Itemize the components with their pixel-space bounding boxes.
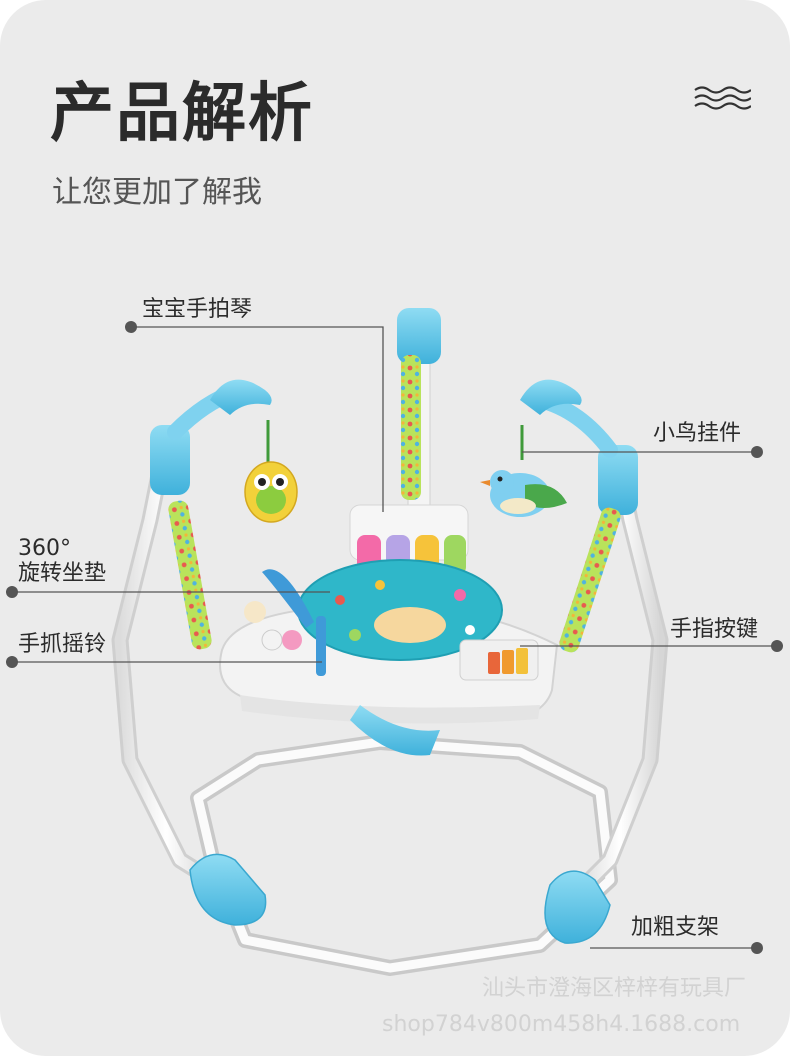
callout-rattle-label: 手抓摇铃	[18, 632, 107, 657]
callout-seat-label-line2: 旋转坐垫	[18, 561, 107, 586]
wave-lines-icon	[694, 86, 751, 110]
callout-seat-label-line1: 360°	[18, 536, 71, 561]
page-subtitle: 让您更加了解我	[52, 175, 262, 210]
callout-bird-label: 小鸟挂件	[653, 421, 742, 446]
watermark-shop: shop784v800m458h4.1688.com	[382, 1012, 741, 1037]
callout-frame-label: 加粗支架	[631, 915, 720, 940]
watermark-company: 汕头市澄海区梓梓有玩具厂	[482, 976, 747, 1001]
page-title: 产品解析	[50, 77, 314, 151]
callout-keys-label: 手指按键	[670, 617, 759, 642]
callout-piano-label: 宝宝手拍琴	[142, 297, 253, 322]
